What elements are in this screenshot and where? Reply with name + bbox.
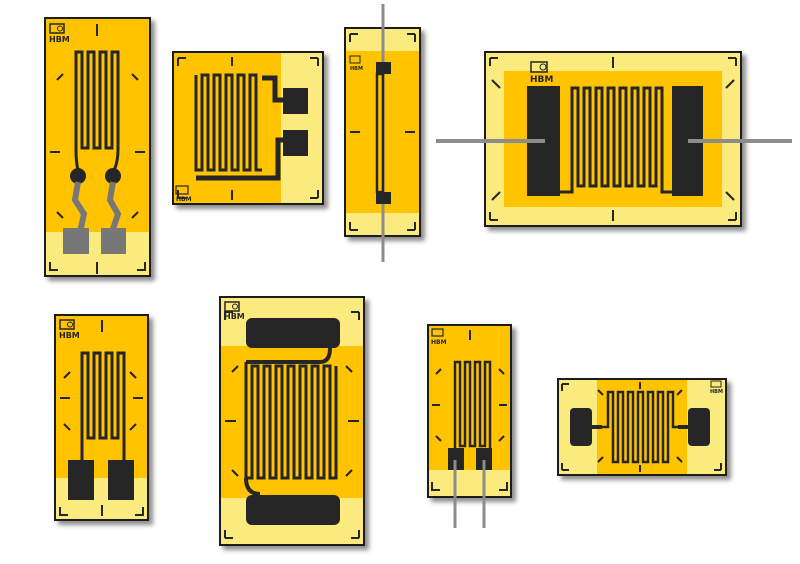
alignment-marks (49, 24, 146, 274)
solder-tab (63, 228, 89, 254)
measuring-grid (375, 72, 385, 194)
hbm-logo: HBM (224, 301, 245, 321)
strain-gauge-7: HBM (427, 324, 512, 528)
measuring-grid (602, 390, 678, 464)
svg-text:HBM: HBM (224, 312, 245, 321)
measuring-grid (244, 362, 338, 480)
hbm-logo: HBM (710, 380, 723, 395)
svg-text:HBM: HBM (59, 331, 80, 340)
alignment-marks (59, 320, 144, 516)
svg-text:HBM: HBM (176, 196, 192, 203)
measuring-grid (560, 86, 672, 194)
svg-text:HBM: HBM (710, 389, 723, 395)
solder-tab (108, 460, 134, 500)
strain-gauge-5: HBM (54, 314, 149, 521)
hbm-logo: HBM (49, 23, 70, 44)
hbm-logo: HBM (59, 319, 80, 340)
strain-gauge-6: HBM (219, 296, 365, 546)
solder-tab (68, 460, 94, 500)
alignment-marks (431, 330, 508, 491)
solder-tab (246, 318, 340, 348)
hbm-logo: HBM (530, 61, 553, 85)
solder-tab (283, 130, 308, 156)
strain-gauge-8: HBM (557, 378, 727, 476)
measuring-grid (194, 73, 262, 172)
strain-gauge-4: HBM (436, 51, 792, 227)
hbm-logo: HBM (175, 185, 192, 203)
alignment-marks (224, 311, 360, 539)
svg-text:HBM: HBM (350, 66, 363, 72)
solder-tab (688, 408, 710, 446)
solder-tab (476, 448, 492, 470)
measuring-grid (80, 351, 126, 440)
alignment-marks (561, 382, 722, 472)
measuring-grid (74, 50, 120, 150)
solder-tab (101, 228, 126, 254)
svg-text:HBM: HBM (431, 339, 447, 346)
alignment-marks (349, 33, 416, 231)
alignment-marks (489, 57, 737, 221)
solder-tab (448, 448, 464, 470)
solder-tab (246, 495, 340, 525)
svg-text:HBM: HBM (49, 35, 70, 44)
strain-gauge-3: HBM (344, 4, 421, 262)
svg-text:HBM: HBM (530, 75, 553, 85)
solder-tab (570, 408, 592, 446)
strain-gauge-1: HBM (44, 17, 151, 277)
hbm-logo: HBM (349, 55, 363, 72)
solder-tab (672, 86, 703, 196)
hbm-logo: HBM (431, 328, 447, 346)
measuring-grid (453, 360, 492, 450)
solder-tab (283, 88, 308, 114)
strain-gauge-2: HBM (172, 51, 324, 205)
